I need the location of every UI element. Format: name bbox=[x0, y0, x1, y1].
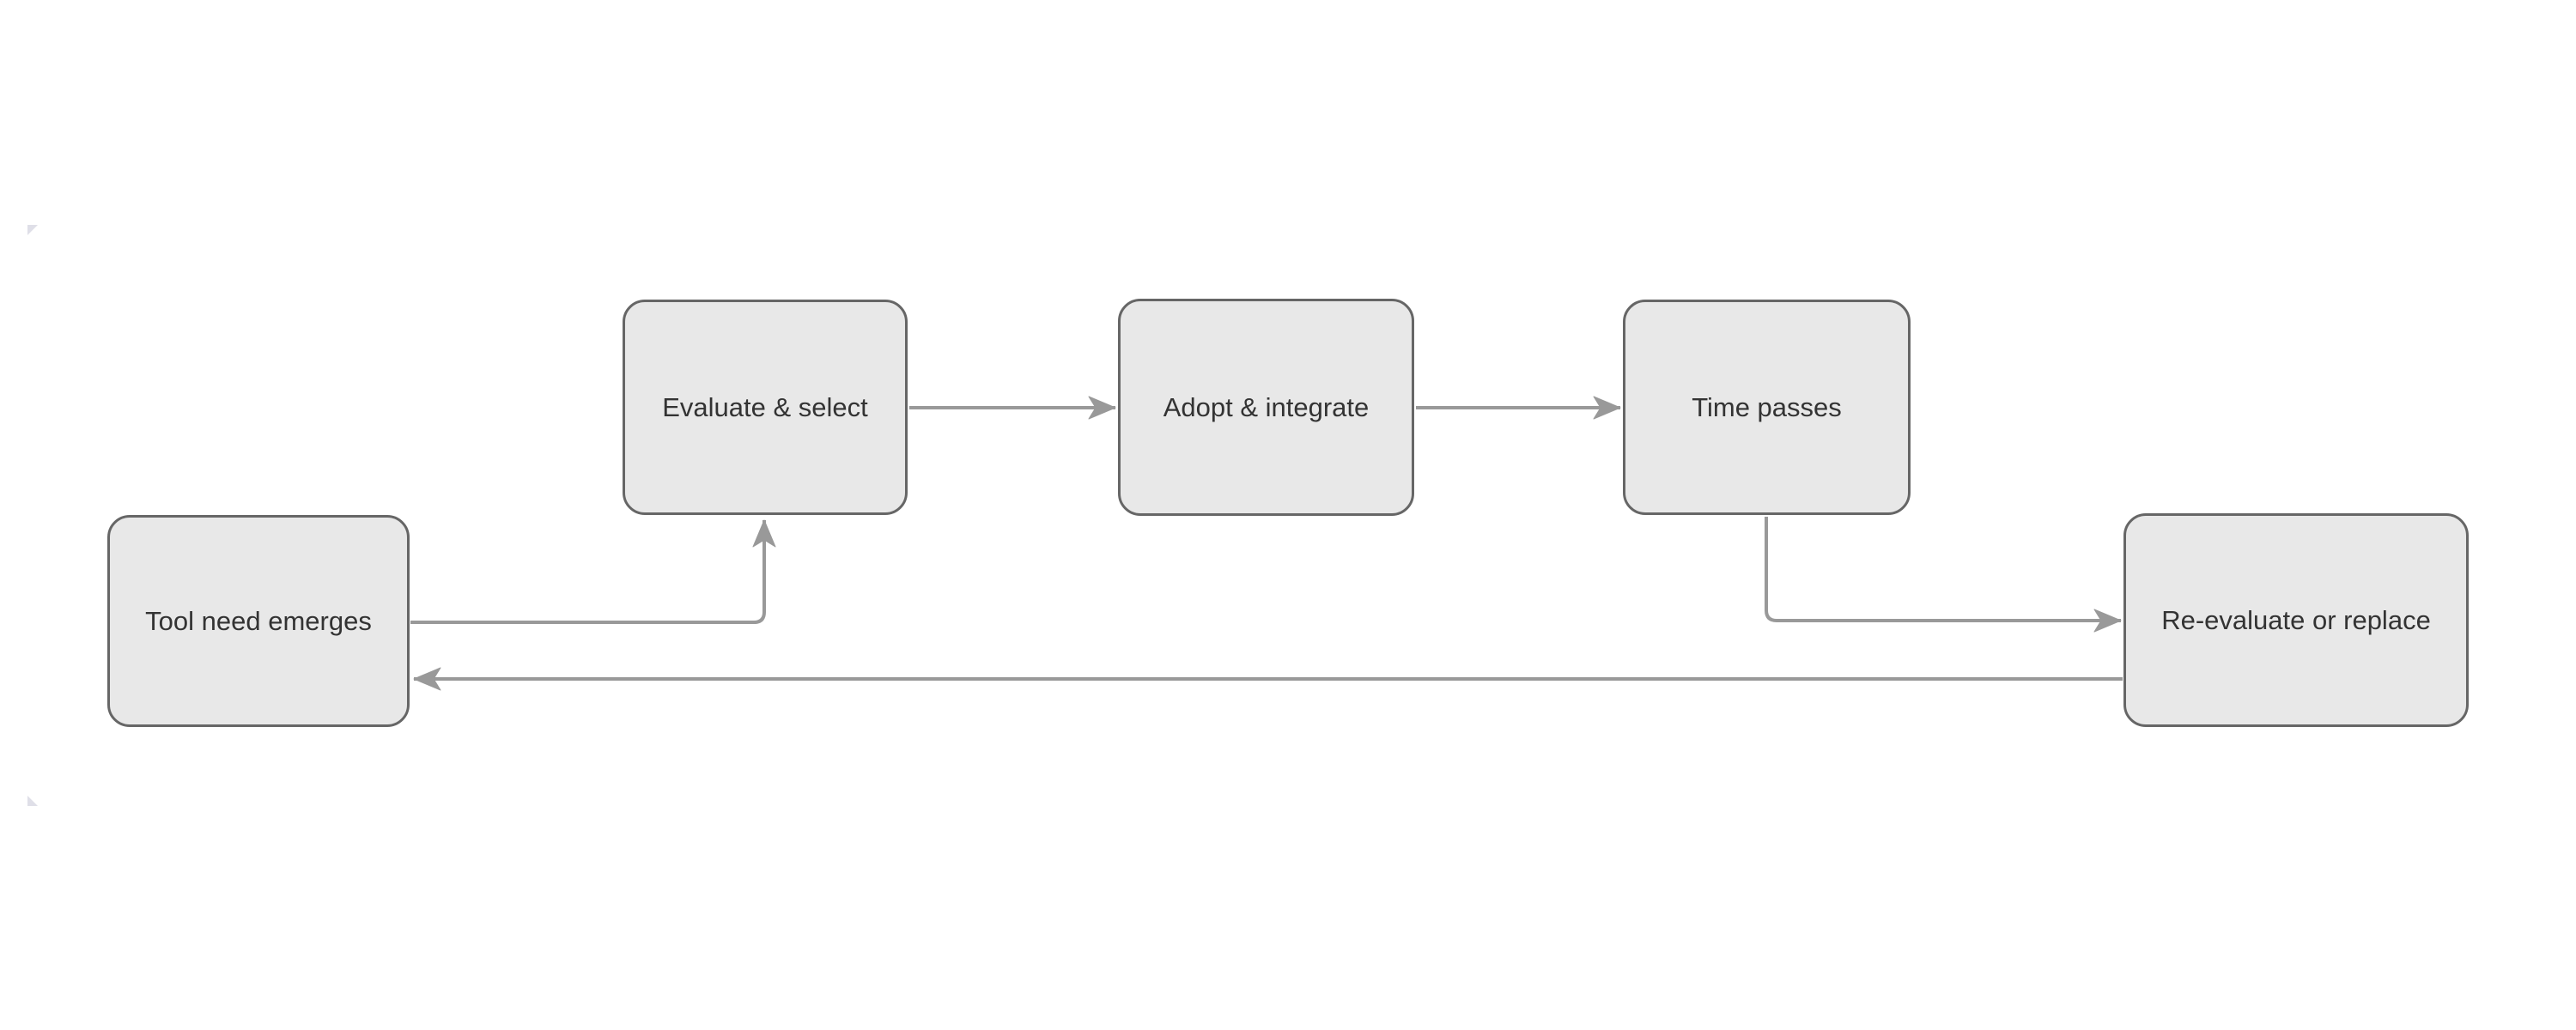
node-time-passes: Time passes bbox=[1623, 300, 1911, 515]
node-label: Re-evaluate or replace bbox=[2161, 604, 2431, 635]
page-corner-mark-top bbox=[27, 225, 38, 235]
node-label: Adopt & integrate bbox=[1163, 391, 1370, 422]
node-tool-need-emerges: Tool need emerges bbox=[107, 515, 410, 727]
edge-tool-need-to-evaluate bbox=[410, 519, 776, 624]
node-label: Evaluate & select bbox=[662, 391, 868, 422]
edge-time-to-reevaluate bbox=[1765, 517, 2122, 633]
node-evaluate-select: Evaluate & select bbox=[623, 300, 908, 515]
node-label: Tool need emerges bbox=[145, 605, 372, 636]
page-corner-mark-bottom bbox=[27, 796, 38, 806]
node-re-evaluate-or-replace: Re-evaluate or replace bbox=[2123, 513, 2469, 727]
node-adopt-integrate: Adopt & integrate bbox=[1118, 299, 1414, 516]
node-label: Time passes bbox=[1692, 391, 1842, 422]
